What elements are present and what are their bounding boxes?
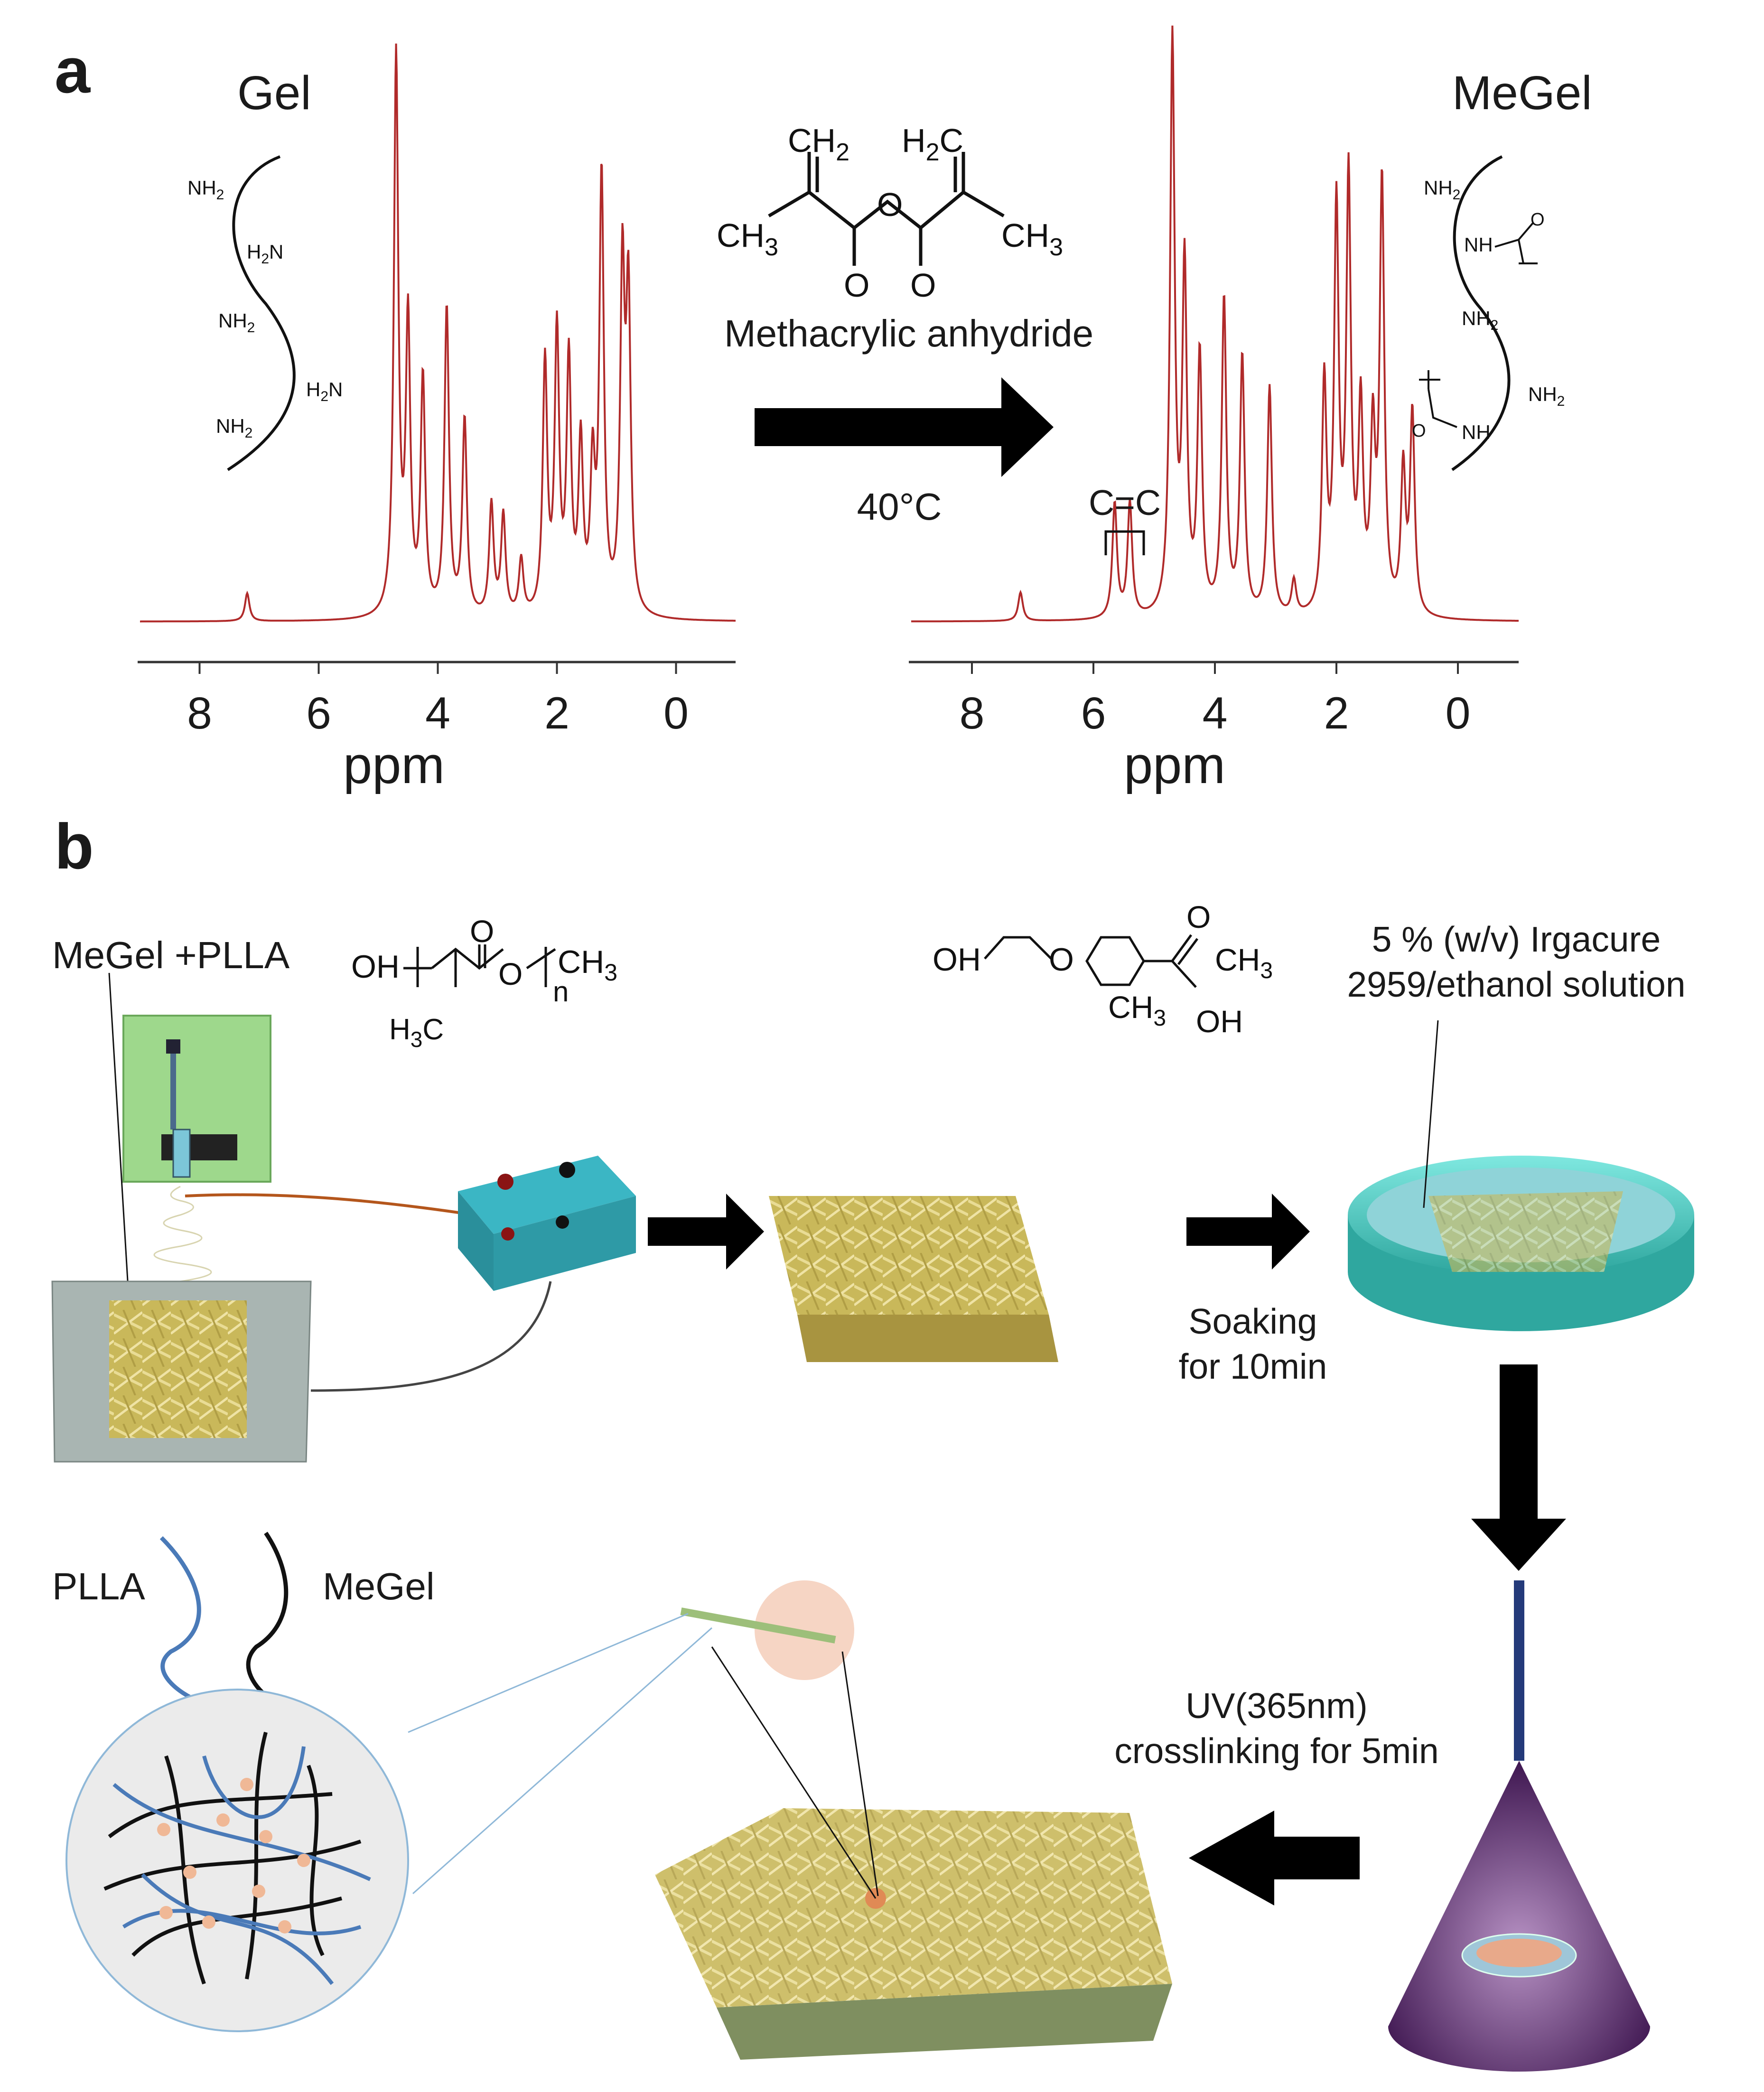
svg-text:O: O bbox=[1186, 899, 1211, 934]
x-tick-label: 8 bbox=[960, 688, 985, 738]
svg-text:NH2: NH2 bbox=[1528, 383, 1565, 409]
arrow-to-scaffold bbox=[648, 1194, 764, 1270]
spectrum-gel-xlabel: ppm bbox=[343, 736, 445, 794]
svg-text:NH2: NH2 bbox=[218, 309, 255, 336]
spectrum-megel-xlabel: ppm bbox=[1124, 736, 1225, 794]
arrow-down bbox=[1471, 1364, 1566, 1571]
cc-bracket bbox=[1104, 530, 1145, 555]
svg-text:H2N: H2N bbox=[306, 378, 343, 404]
svg-text:NH2: NH2 bbox=[216, 415, 252, 441]
svg-text:NH2: NH2 bbox=[187, 177, 224, 203]
svg-text:CH3: CH3 bbox=[1215, 942, 1273, 983]
spinning-label: MeGel +PLLA bbox=[52, 934, 290, 976]
power-supply bbox=[458, 1156, 636, 1291]
svg-text:O: O bbox=[1412, 421, 1426, 441]
uv-lamp bbox=[1388, 1580, 1650, 2072]
svg-text:NH: NH bbox=[1462, 421, 1491, 443]
svg-text:OH: OH bbox=[1196, 1004, 1243, 1039]
irgacure-structure: OH O O CH3 CH3 OH bbox=[933, 899, 1273, 1039]
x-tick-label: 2 bbox=[1324, 688, 1349, 738]
crosslinked-scaffold bbox=[655, 1808, 1172, 2060]
x-tick-label: 0 bbox=[663, 688, 689, 738]
uv-line1: UV(365nm) bbox=[1185, 1686, 1367, 1726]
x-tick-label: 4 bbox=[425, 688, 450, 738]
svg-text:NH2: NH2 bbox=[1424, 177, 1460, 203]
svg-text:H3C: H3C bbox=[389, 1013, 444, 1052]
reaction-arrow bbox=[755, 377, 1054, 477]
reagent-name: Methacrylic anhydride bbox=[724, 312, 1093, 355]
plla-structure: OH O O n CH3 H3C bbox=[351, 914, 617, 1052]
svg-text:OH: OH bbox=[351, 949, 400, 985]
soak-line2: for 10min bbox=[1179, 1346, 1327, 1386]
svg-text:CH3: CH3 bbox=[1001, 217, 1063, 261]
svg-text:CH3: CH3 bbox=[1108, 990, 1166, 1031]
spectrum-megel-trace bbox=[911, 25, 1519, 623]
svg-text:O: O bbox=[844, 267, 869, 304]
x-tick-label: 0 bbox=[1446, 688, 1471, 738]
irgacure-label-line2: 2959/ethanol solution bbox=[1347, 964, 1685, 1004]
svg-text:NH2: NH2 bbox=[1462, 307, 1498, 333]
soaking-dish bbox=[1348, 1020, 1694, 1331]
svg-text:n: n bbox=[553, 976, 569, 1008]
fiber-scaffold bbox=[769, 1196, 1058, 1362]
network-zoom bbox=[65, 1689, 409, 2032]
arrow-to-soak bbox=[1186, 1194, 1310, 1270]
svg-text:O: O bbox=[1531, 210, 1545, 230]
legend-megel: MeGel bbox=[323, 1565, 435, 1607]
x-tick-label: 6 bbox=[306, 688, 331, 738]
svg-text:NH: NH bbox=[1464, 233, 1493, 256]
uv-line2: crosslinking for 5min bbox=[1114, 1731, 1439, 1771]
legend-plla: PLLA bbox=[52, 1565, 145, 1607]
svg-text:O: O bbox=[1049, 942, 1074, 978]
svg-text:O: O bbox=[910, 267, 936, 304]
svg-text:O: O bbox=[470, 914, 494, 949]
legend: PLLA MeGel bbox=[52, 1532, 435, 1704]
soak-line1: Soaking bbox=[1188, 1301, 1317, 1341]
x-tick-label: 6 bbox=[1081, 688, 1106, 738]
svg-text:O: O bbox=[877, 186, 903, 223]
irgacure-label-line1: 5 % (w/v) Irgacure bbox=[1372, 919, 1661, 959]
panel-b-label: b bbox=[55, 811, 93, 882]
methacrylic-anhydride-structure: CH2 H2C CH3 CH3 O O O bbox=[717, 122, 1063, 304]
reaction-condition: 40°C bbox=[857, 486, 942, 528]
svg-text:OH: OH bbox=[933, 942, 981, 978]
x-tick-label: 2 bbox=[544, 688, 569, 738]
gel-structure: NH2 H2N NH2 H2N NH2 bbox=[187, 155, 343, 471]
zoom-fiber bbox=[408, 1580, 879, 1899]
svg-text:H2C: H2C bbox=[902, 122, 963, 166]
megel-structure: NH2 NH O NH2 NH2 NH O bbox=[1412, 155, 1565, 471]
x-tick-label: 8 bbox=[187, 688, 212, 738]
svg-text:CH2: CH2 bbox=[788, 122, 849, 166]
x-tick-label: 4 bbox=[1203, 688, 1228, 738]
panel-a-label: a bbox=[55, 35, 91, 106]
spectrum-gel-trace bbox=[140, 43, 736, 623]
svg-text:O: O bbox=[498, 956, 523, 991]
spectrum-megel: MeGel 8 6 4 2 0 ppm C=C NH2 NH O NH2 NH2 NH … bbox=[909, 25, 1592, 794]
svg-text:CH3: CH3 bbox=[717, 217, 778, 261]
spectrum-gel: Gel 8 6 4 2 0 ppm NH2 H2N NH2 H2N NH2 bbox=[138, 43, 736, 794]
svg-text:H2N: H2N bbox=[247, 241, 283, 267]
svg-text:CH3: CH3 bbox=[558, 944, 617, 986]
spectrum-gel-title: Gel bbox=[237, 66, 311, 120]
spectrum-megel-title: MeGel bbox=[1452, 66, 1592, 120]
arrow-to-crosslinked bbox=[1189, 1811, 1360, 1905]
cc-annotation: C=C bbox=[1089, 483, 1161, 523]
electrospinning-setup bbox=[51, 972, 552, 1463]
